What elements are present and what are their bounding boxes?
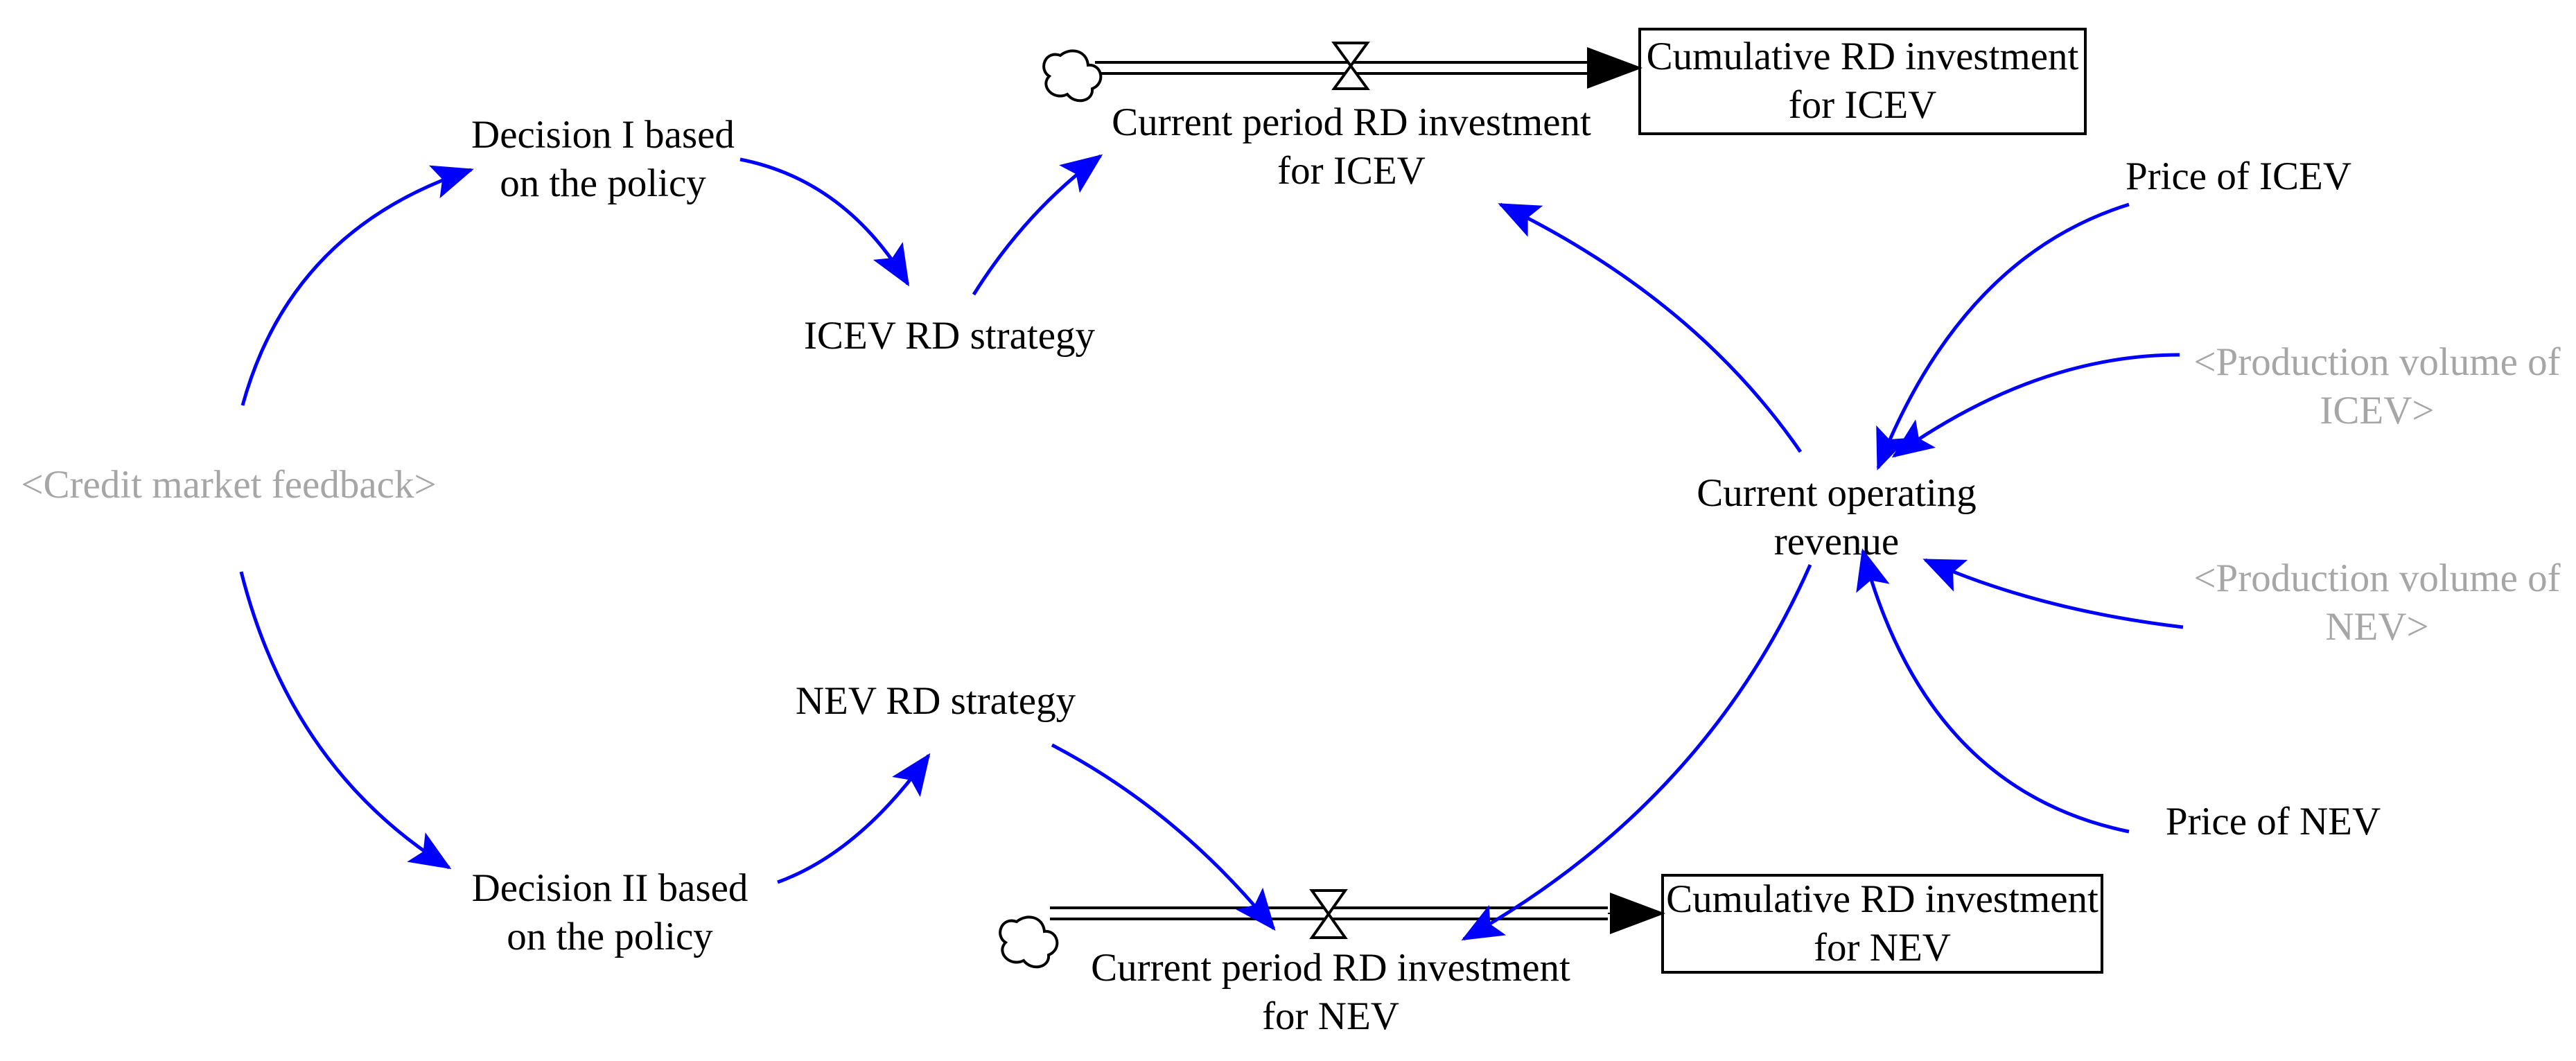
link-revenue-to-nev-rate — [1461, 563, 1812, 941]
link-nev-strategy-to-nev-rate — [1051, 743, 1276, 931]
shadow-variable-credit-market-feedback: <Credit market feedback> — [21, 463, 437, 507]
variable-price-icev: Price of ICEV — [2125, 155, 2352, 198]
valve-icon — [1331, 42, 1370, 90]
link-price-nev-to-revenue — [1856, 548, 2130, 834]
variable-decision-2: Decision II based on the policy — [471, 866, 748, 958]
flow-pipe-icev — [1095, 47, 1642, 89]
flow-label-icev: Current period RD investment for ICEV — [1112, 100, 1591, 193]
shadow-variable-production-icev: <Production volume of ICEV> — [2193, 340, 2561, 432]
variable-decision-1: Decision I based on the policy — [471, 113, 735, 205]
stock-label-icev: Cumulative RD investment for ICEV — [1646, 35, 2079, 127]
variable-nev-rd-strategy: NEV RD strategy — [795, 679, 1076, 723]
cloud-icon — [999, 915, 1059, 969]
variable-current-operating-revenue: Current operating revenue — [1697, 471, 1977, 563]
link-production-icev-to-revenue — [1891, 353, 2180, 458]
link-decision-2-to-nev-strategy — [777, 753, 931, 884]
link-credit-to-decision-2 — [239, 571, 452, 870]
link-production-nev-to-revenue — [1922, 558, 2184, 629]
shadow-variable-production-nev: <Production volume of NEV> — [2193, 556, 2561, 649]
link-decision-1-to-icev-strategy — [739, 157, 910, 287]
flow-label-nev: Current period RD investment for NEV — [1091, 946, 1570, 1038]
link-price-icev-to-revenue — [1876, 202, 2130, 471]
link-icev-strategy-to-icev-rate — [972, 154, 1103, 296]
variable-icev-rd-strategy: ICEV RD strategy — [803, 314, 1096, 358]
stock-label-nev: Cumulative RD investment for NEV — [1666, 877, 2099, 970]
variable-price-nev: Price of NEV — [2165, 800, 2381, 843]
cloud-icon — [1042, 49, 1103, 103]
link-credit-to-decision-1 — [240, 165, 474, 406]
flow-pipe-nev — [1050, 893, 1665, 934]
link-revenue-to-icev-rate — [1498, 202, 1803, 453]
valve-icon — [1309, 889, 1348, 939]
